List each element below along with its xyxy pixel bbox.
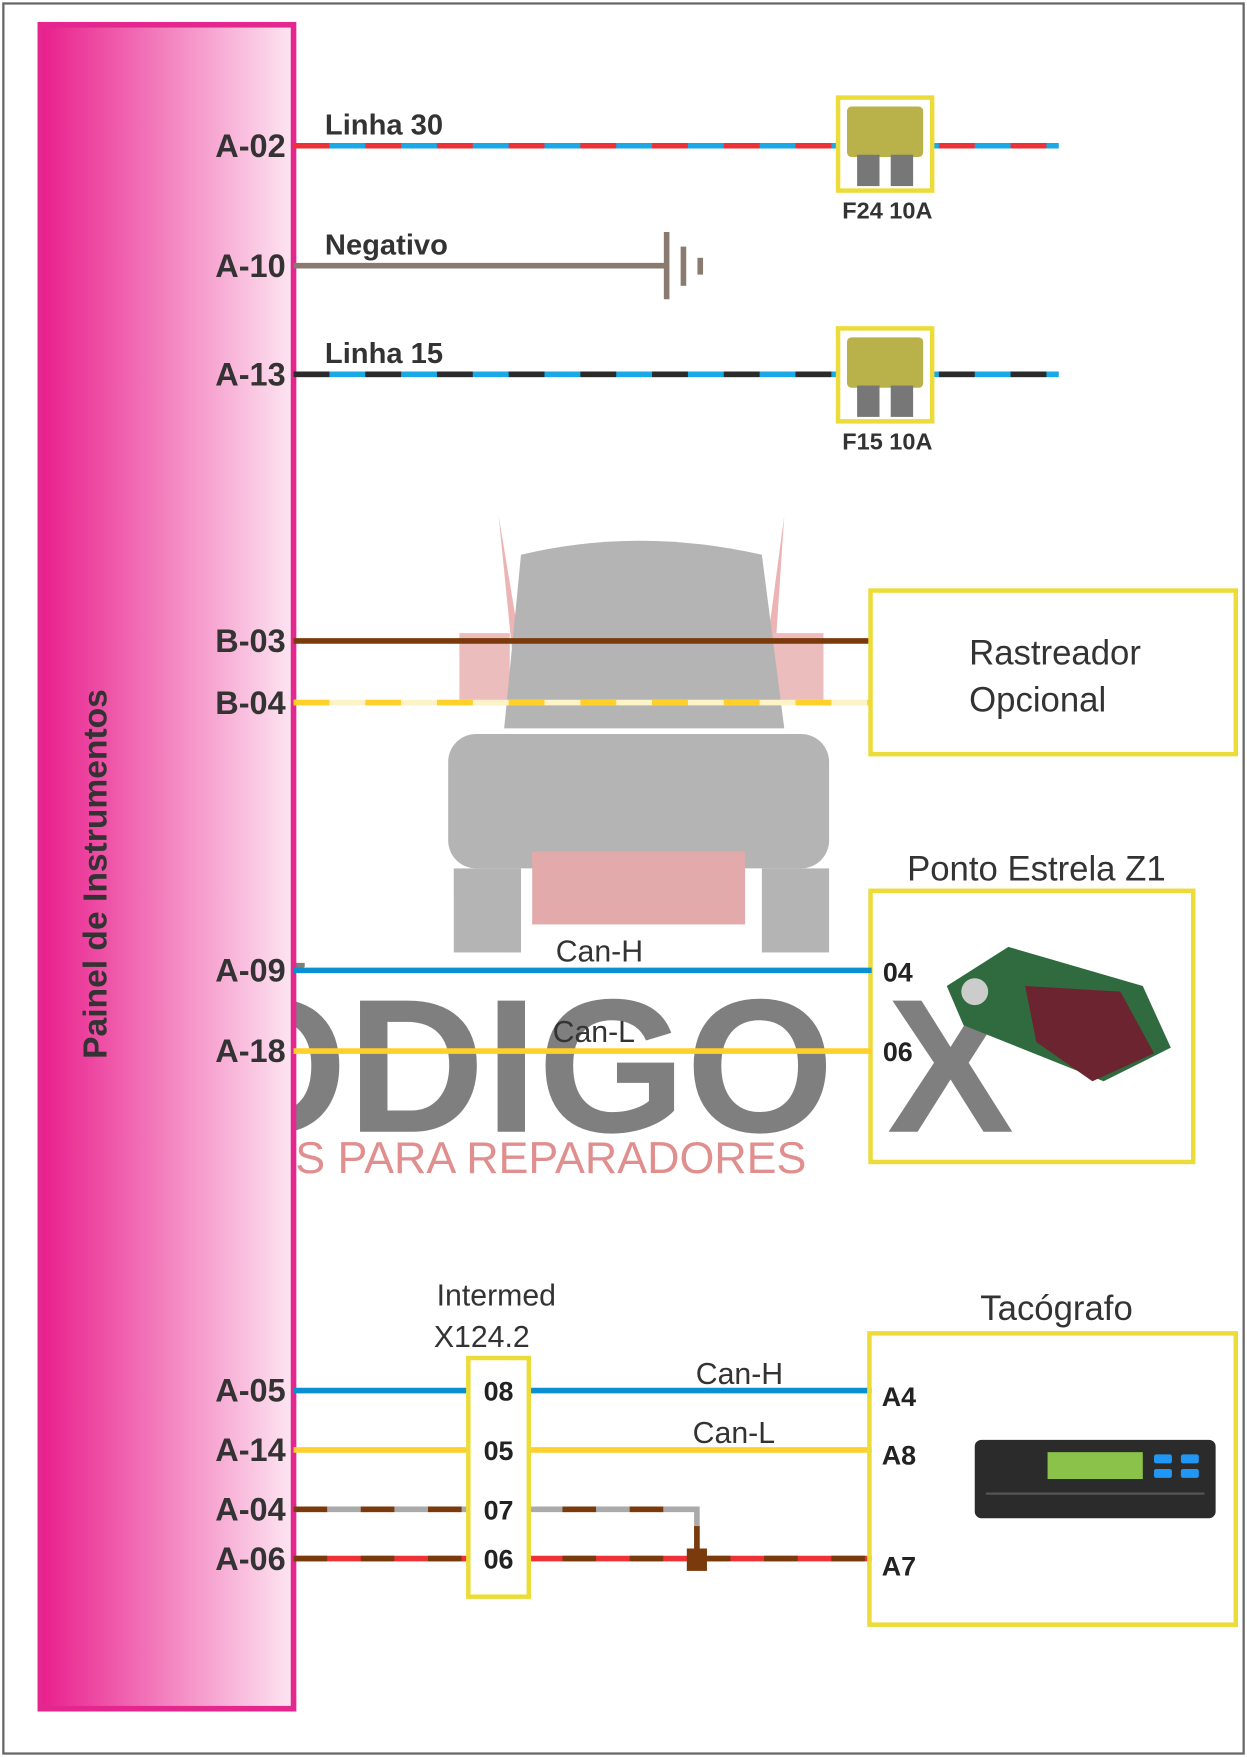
fuse-icon — [835, 326, 935, 424]
wire-label: Negativo — [325, 229, 448, 261]
pin-label: A-10 — [215, 248, 285, 284]
splice-junction — [686, 1548, 707, 1571]
pin-label: A-18 — [215, 1033, 285, 1069]
pin-label: B-03 — [215, 623, 285, 659]
rastreador-box — [868, 588, 1239, 757]
connector-pin: 08 — [484, 1377, 514, 1407]
truck-watermark — [448, 515, 830, 953]
wire-label: Can-H — [556, 935, 643, 968]
pin-label: A-06 — [215, 1541, 285, 1577]
connector-pin: 04 — [883, 958, 913, 988]
rastreador-label: Rastreador — [969, 635, 1141, 673]
ground-icon — [663, 232, 704, 300]
ponto-estrela-title: Ponto Estrela Z1 — [907, 851, 1166, 889]
connector-pin: A7 — [882, 1551, 916, 1581]
fuse-label: F24 10A — [842, 198, 932, 224]
pin-label: A-14 — [215, 1432, 285, 1468]
wire-label: Linha 15 — [325, 338, 443, 370]
pin-label: A-05 — [215, 1373, 285, 1409]
intermed-connector-box — [466, 1355, 532, 1599]
fuse-icon — [835, 95, 935, 193]
wire-label: Can-L — [553, 1016, 635, 1049]
pin-label: A-09 — [215, 953, 285, 989]
fuse-label: F15 10A — [842, 428, 932, 454]
tacografo-box — [867, 1331, 1239, 1627]
connector-pin: A8 — [882, 1440, 916, 1470]
connector-pin: 05 — [484, 1436, 514, 1466]
rastreador-label: Opcional — [969, 682, 1106, 720]
connector-pin: 06 — [883, 1037, 913, 1067]
instrument-panel — [37, 21, 297, 1712]
pin-label: A-04 — [215, 1491, 285, 1527]
wire-a06 — [293, 1548, 872, 1571]
pin-label: A-13 — [215, 357, 285, 393]
wire-label: Can-L — [693, 1417, 775, 1450]
star-point-connector-icon — [946, 946, 1171, 1082]
pin-label: B-04 — [215, 685, 285, 721]
tacografo-title: Tacógrafo — [980, 1290, 1132, 1328]
wire-label: Linha 30 — [325, 110, 443, 142]
ponto-estrela-box — [868, 888, 1196, 1165]
connector-pin: 07 — [484, 1495, 514, 1525]
pin-label: A-02 — [215, 128, 285, 164]
intermed-label: Intermed — [437, 1279, 556, 1312]
tachograph-device-icon — [974, 1439, 1216, 1519]
intermed-label: X124.2 — [434, 1321, 530, 1354]
panel-title: Painel de Instrumentos — [77, 689, 114, 1059]
connector-pin: A4 — [882, 1382, 916, 1412]
wire-label: Can-H — [696, 1358, 783, 1391]
connector-pin: 06 — [484, 1545, 514, 1575]
